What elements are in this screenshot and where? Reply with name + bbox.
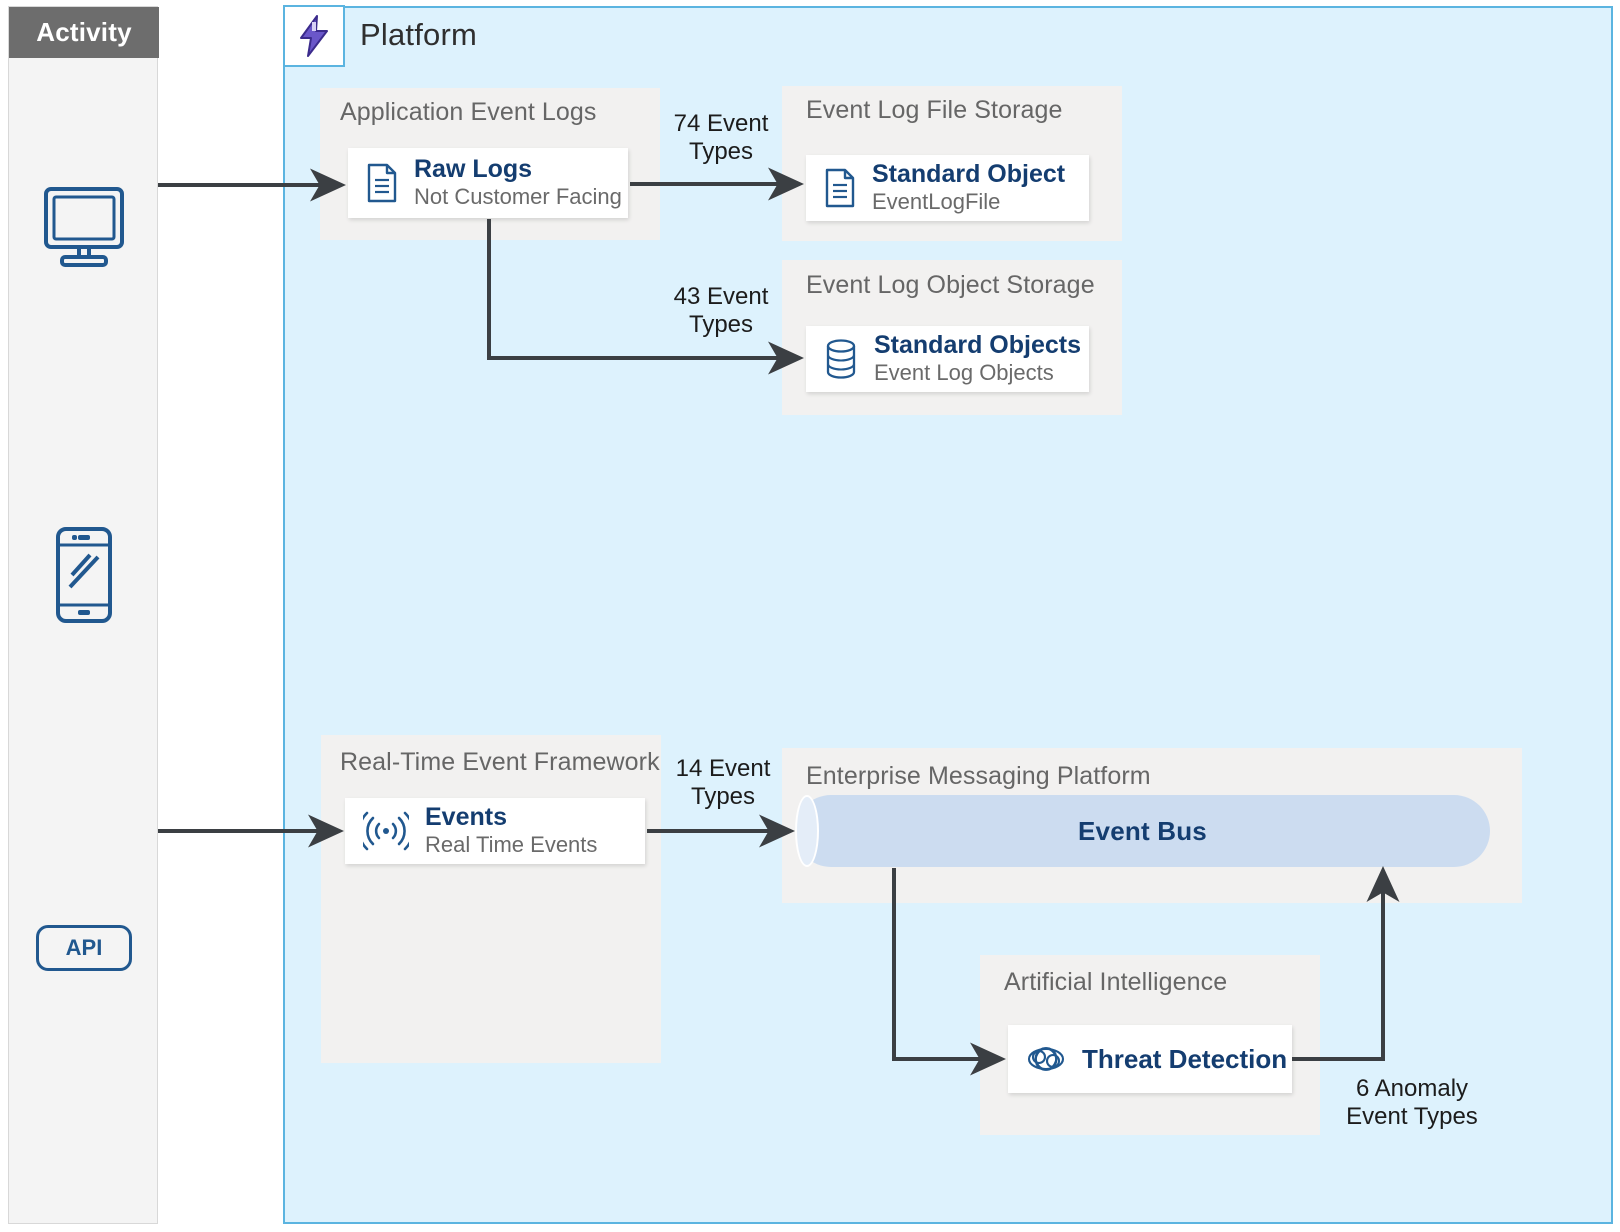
api-button[interactable]: API: [36, 925, 132, 971]
group-title-artificial-intelligence: Artificial Intelligence: [1004, 968, 1228, 996]
document-icon: [824, 168, 856, 208]
group-realtime-event-framework: [321, 735, 661, 1063]
event-bus-label: Event Bus: [1078, 815, 1207, 846]
card-standard-objects[interactable]: Standard Objects Event Log Objects: [806, 326, 1089, 392]
activity-sidebar: Activity API: [8, 6, 159, 1224]
event-bus-cylinder[interactable]: [795, 795, 1490, 867]
brain-icon: [1026, 1042, 1066, 1076]
card-title-raw-logs: Raw Logs: [414, 155, 533, 184]
edge-label-14-event-types: 14 Event Types: [675, 755, 771, 810]
card-title-threat-detection: Threat Detection: [1082, 1043, 1288, 1074]
event-bus-cylinder-cap: [795, 795, 819, 867]
card-subtitle-standard-object: EventLogFile: [872, 189, 1001, 215]
edge-label-6-anomaly-event-types: 6 Anomaly Event Types: [1346, 1075, 1478, 1130]
group-title-application-event-logs: Application Event Logs: [340, 98, 597, 126]
sidebar-header-title: Activity: [9, 7, 159, 58]
document-icon: [366, 163, 398, 203]
card-subtitle-raw-logs: Not Customer Facing: [414, 184, 622, 210]
card-title-standard-objects: Standard Objects: [874, 331, 1081, 360]
broadcast-signal-icon: [363, 811, 409, 851]
group-title-realtime-event-framework: Real-Time Event Framework: [340, 748, 660, 776]
group-title-event-log-file-storage: Event Log File Storage: [806, 96, 1063, 124]
mobile-phone-icon: [9, 525, 159, 625]
card-events[interactable]: Events Real Time Events: [345, 798, 645, 864]
card-title-events: Events: [425, 803, 507, 832]
database-icon: [824, 338, 858, 380]
edge-label-74-event-types: 74 Event Types: [673, 110, 769, 165]
card-standard-object[interactable]: Standard Object EventLogFile: [806, 155, 1089, 221]
group-title-enterprise-messaging-platform: Enterprise Messaging Platform: [806, 762, 1151, 790]
lightning-bolt-icon: [283, 5, 345, 67]
edge-label-43-event-types: 43 Event Types: [673, 283, 769, 338]
card-subtitle-events: Real Time Events: [425, 832, 598, 858]
card-title-standard-object: Standard Object: [872, 160, 1066, 189]
group-title-event-log-object-storage: Event Log Object Storage: [806, 271, 1095, 299]
platform-title: Platform: [360, 17, 478, 52]
card-subtitle-standard-objects: Event Log Objects: [874, 360, 1054, 386]
card-threat-detection[interactable]: Threat Detection: [1008, 1025, 1292, 1093]
card-raw-logs[interactable]: Raw Logs Not Customer Facing: [348, 148, 628, 218]
desktop-monitor-icon: [9, 177, 159, 269]
